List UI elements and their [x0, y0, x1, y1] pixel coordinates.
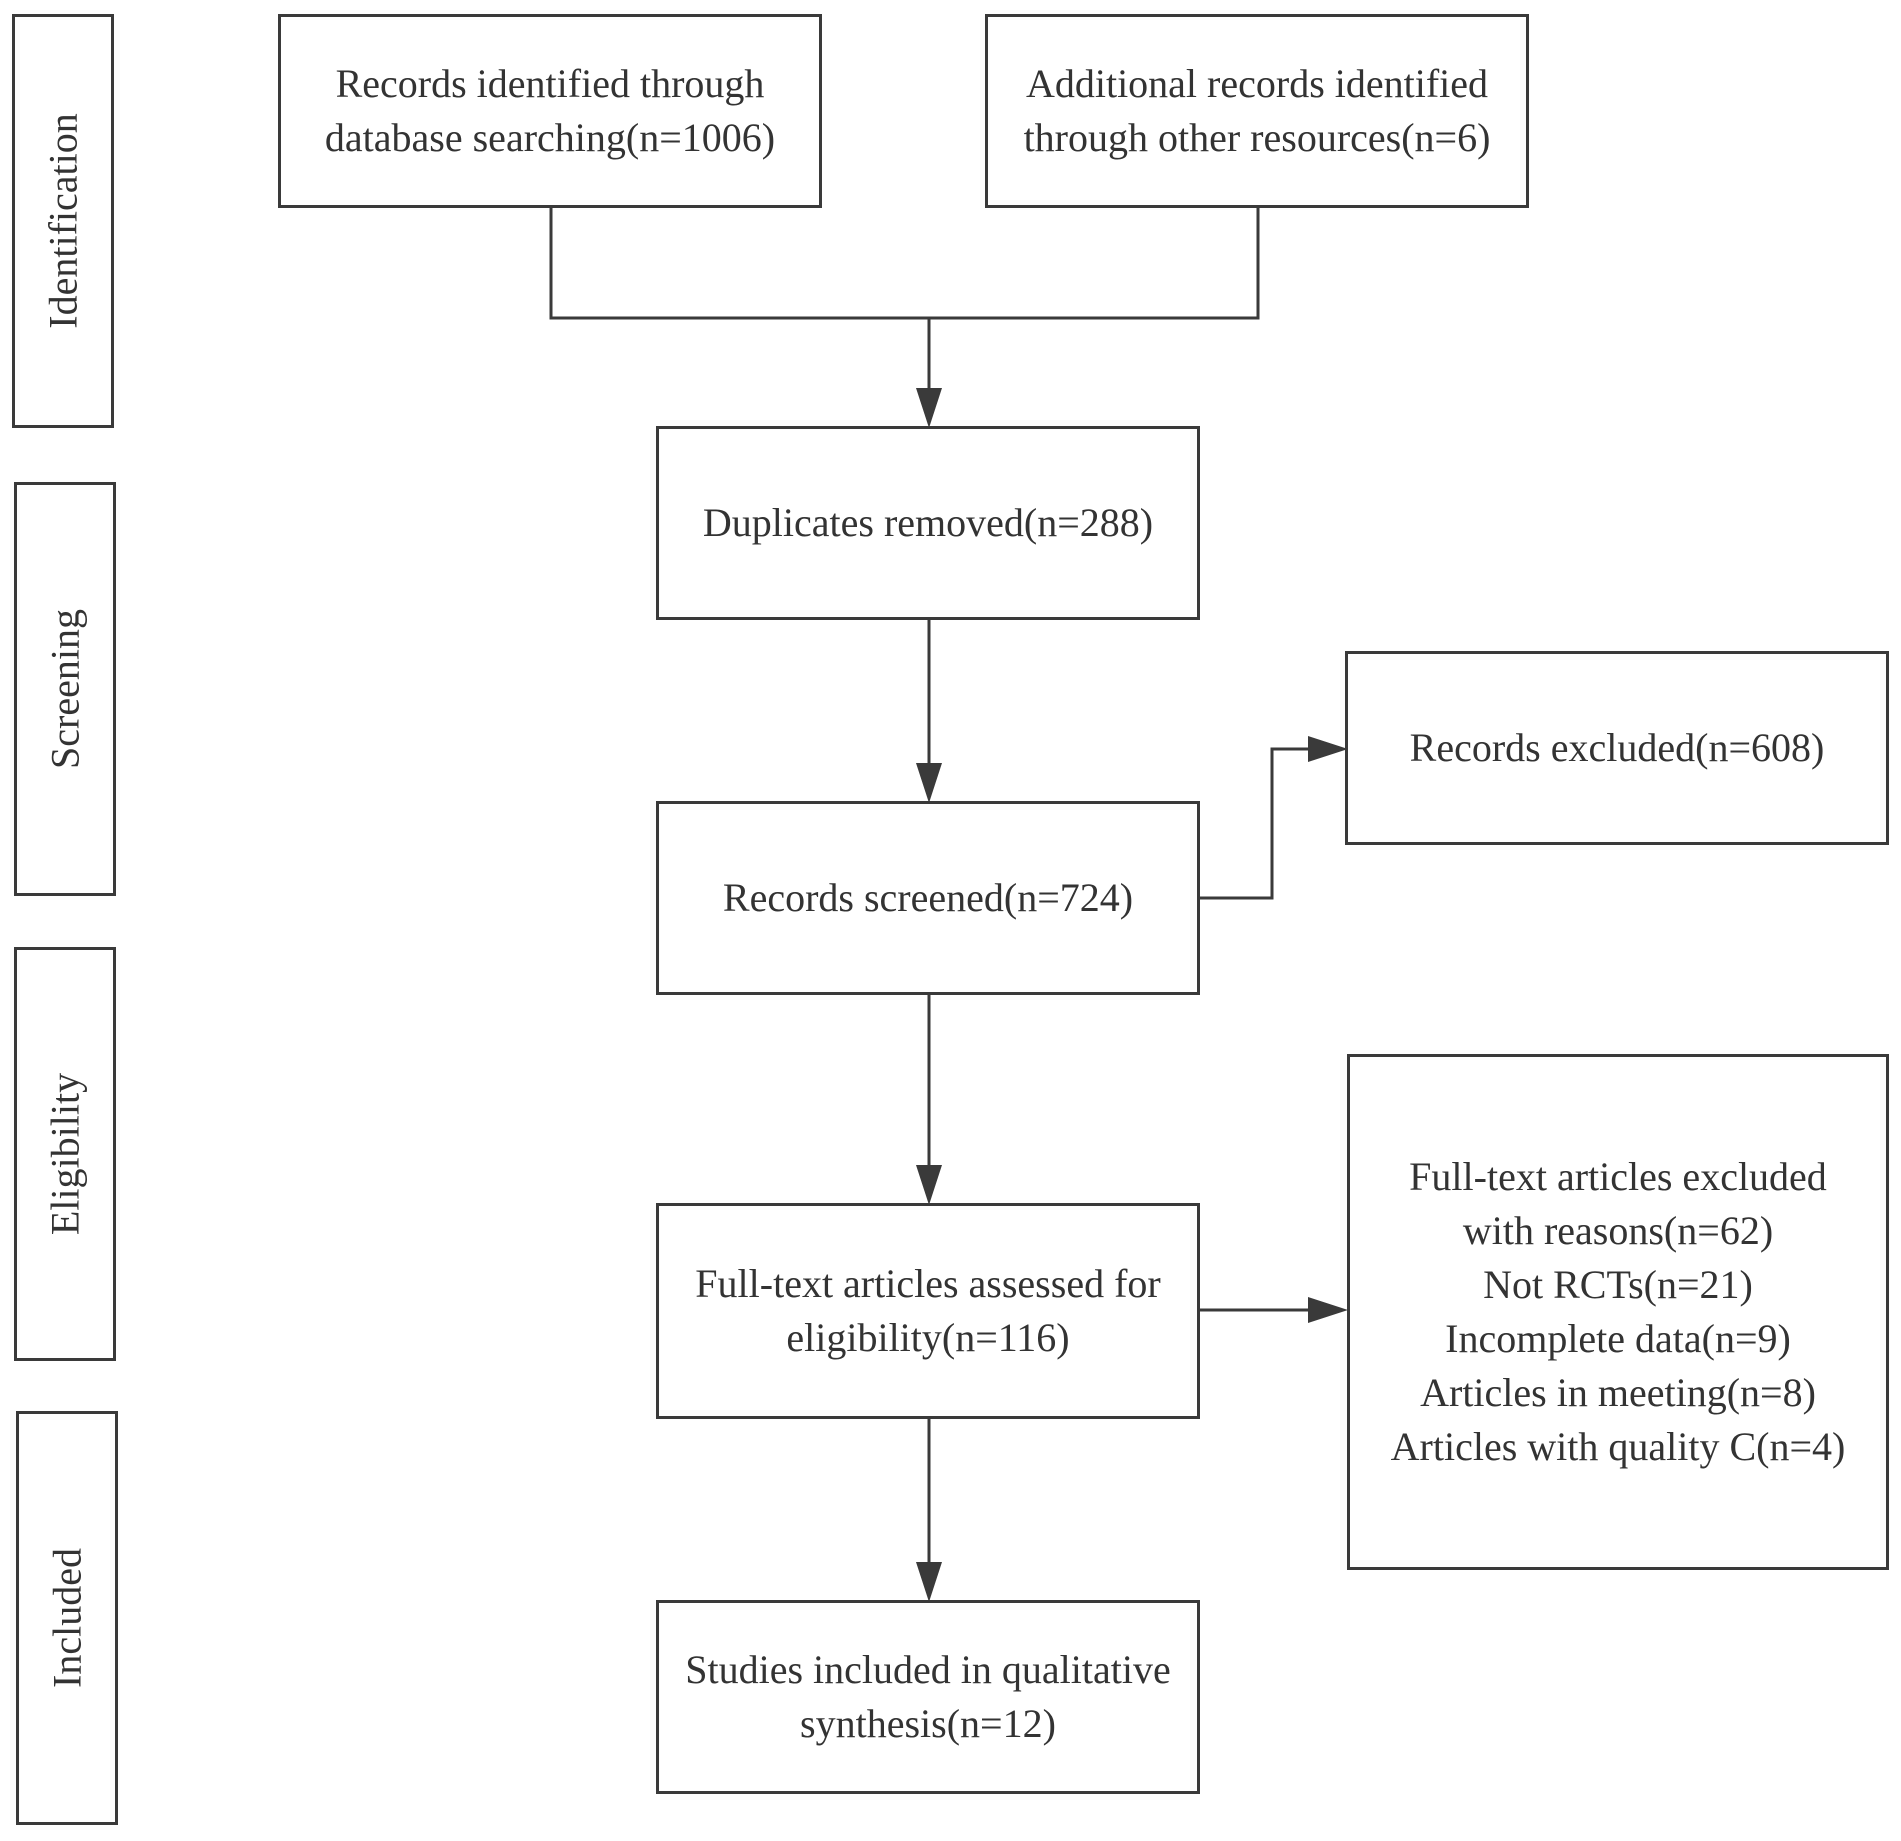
- box-line: synthesis(n=12): [800, 1701, 1056, 1746]
- arrowhead-duplicates: [916, 388, 942, 428]
- stage-included: Included: [16, 1411, 118, 1825]
- box-fulltext-excluded: Full-text articles excluded with reasons…: [1347, 1054, 1889, 1570]
- box-database-records: Records identified through database sear…: [278, 14, 822, 208]
- box-line: Records excluded(n=608): [1409, 725, 1825, 770]
- box-duplicates-removed: Duplicates removed(n=288): [656, 426, 1200, 620]
- merge-connector: [549, 206, 1260, 320]
- stage-included-label: Included: [44, 1548, 90, 1688]
- box-line: Full-text articles excluded: [1409, 1154, 1827, 1199]
- stage-eligibility: Eligibility: [14, 947, 116, 1361]
- arrowhead-included: [916, 1562, 942, 1602]
- box-line: Records screened(n=724): [722, 875, 1134, 920]
- stage-eligibility-label: Eligibility: [42, 1072, 88, 1236]
- box-fulltext-assessed: Full-text articles assessed for eligibil…: [656, 1203, 1200, 1419]
- box-line: through other resources(n=6): [1023, 115, 1491, 160]
- arrowhead-fulltext-excluded: [1308, 1297, 1348, 1323]
- box-line: Duplicates removed(n=288): [702, 500, 1154, 545]
- box-line: with reasons(n=62): [1462, 1208, 1774, 1253]
- stage-screening: Screening: [14, 482, 116, 896]
- stage-identification-label: Identification: [40, 113, 86, 329]
- box-line: Records identified through: [335, 61, 765, 106]
- arrow-to-records-excluded: [1200, 747, 1318, 900]
- box-line: Articles with quality C(n=4): [1390, 1424, 1846, 1469]
- box-records-screened: Records screened(n=724): [656, 801, 1200, 995]
- box-line: database searching(n=1006): [324, 115, 776, 160]
- box-line: Full-text articles assessed for: [695, 1261, 1161, 1306]
- stage-identification: Identification: [12, 14, 114, 428]
- arrowhead-screened: [916, 763, 942, 803]
- box-studies-included: Studies included in qualitative synthesi…: [656, 1600, 1200, 1794]
- arrowhead-fulltext: [916, 1165, 942, 1205]
- box-other-records: Additional records identified through ot…: [985, 14, 1529, 208]
- box-line: Articles in meeting(n=8): [1420, 1370, 1816, 1415]
- box-line: Additional records identified: [1025, 61, 1489, 106]
- box-records-excluded: Records excluded(n=608): [1345, 651, 1889, 845]
- box-line: eligibility(n=116): [786, 1315, 1070, 1360]
- box-line: Not RCTs(n=21): [1483, 1262, 1753, 1307]
- box-line: Studies included in qualitative: [685, 1647, 1171, 1692]
- box-line: Incomplete data(n=9): [1445, 1316, 1791, 1361]
- stage-screening-label: Screening: [42, 609, 88, 769]
- arrowhead-records-excluded: [1308, 736, 1348, 762]
